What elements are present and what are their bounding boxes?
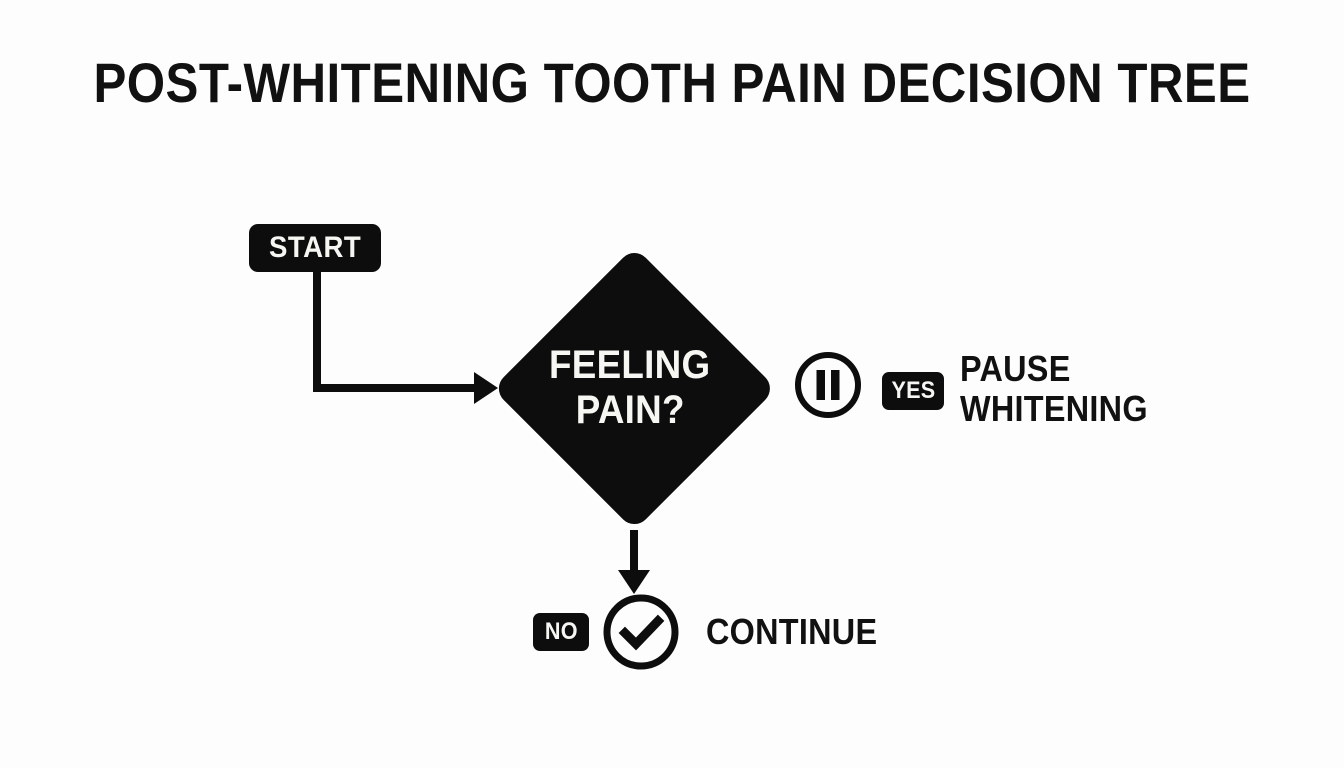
no-badge-label: NO <box>544 618 578 645</box>
pause-outcome-line-2: WHITENING <box>960 387 1148 429</box>
yes-branch-badge[interactable]: YES <box>882 372 944 410</box>
connector-no-branch-vertical <box>630 530 638 576</box>
continue-outcome: CONTINUE <box>706 612 896 652</box>
no-branch-badge[interactable]: NO <box>533 613 589 651</box>
continue-outcome-line-1: CONTINUE <box>706 611 878 652</box>
yes-badge-label: YES <box>890 377 936 404</box>
arrowhead-to-decision-icon <box>474 372 498 404</box>
connector-start-horizontal <box>313 384 488 392</box>
pause-outcome-line-1: PAUSE <box>960 348 1071 389</box>
arrowhead-to-continue-icon <box>618 570 650 594</box>
pause-whitening-outcome: PAUSE WHITENING <box>960 349 1169 428</box>
decision-node[interactable]: FEELING PAIN? <box>492 246 776 530</box>
check-circle-icon[interactable] <box>602 593 680 671</box>
connector-start-vertical <box>313 272 321 389</box>
start-node[interactable]: START <box>249 224 381 272</box>
decision-label-line-1: FEELING <box>549 343 711 388</box>
decision-node-label: FEELING PAIN? <box>492 246 776 530</box>
start-node-label: START <box>268 231 362 264</box>
pause-circle-icon[interactable] <box>794 351 862 419</box>
decision-label-line-2: PAIN? <box>575 388 685 432</box>
page-title: POST-WHITENING TOOTH PAIN DECISION TREE <box>93 51 1251 114</box>
